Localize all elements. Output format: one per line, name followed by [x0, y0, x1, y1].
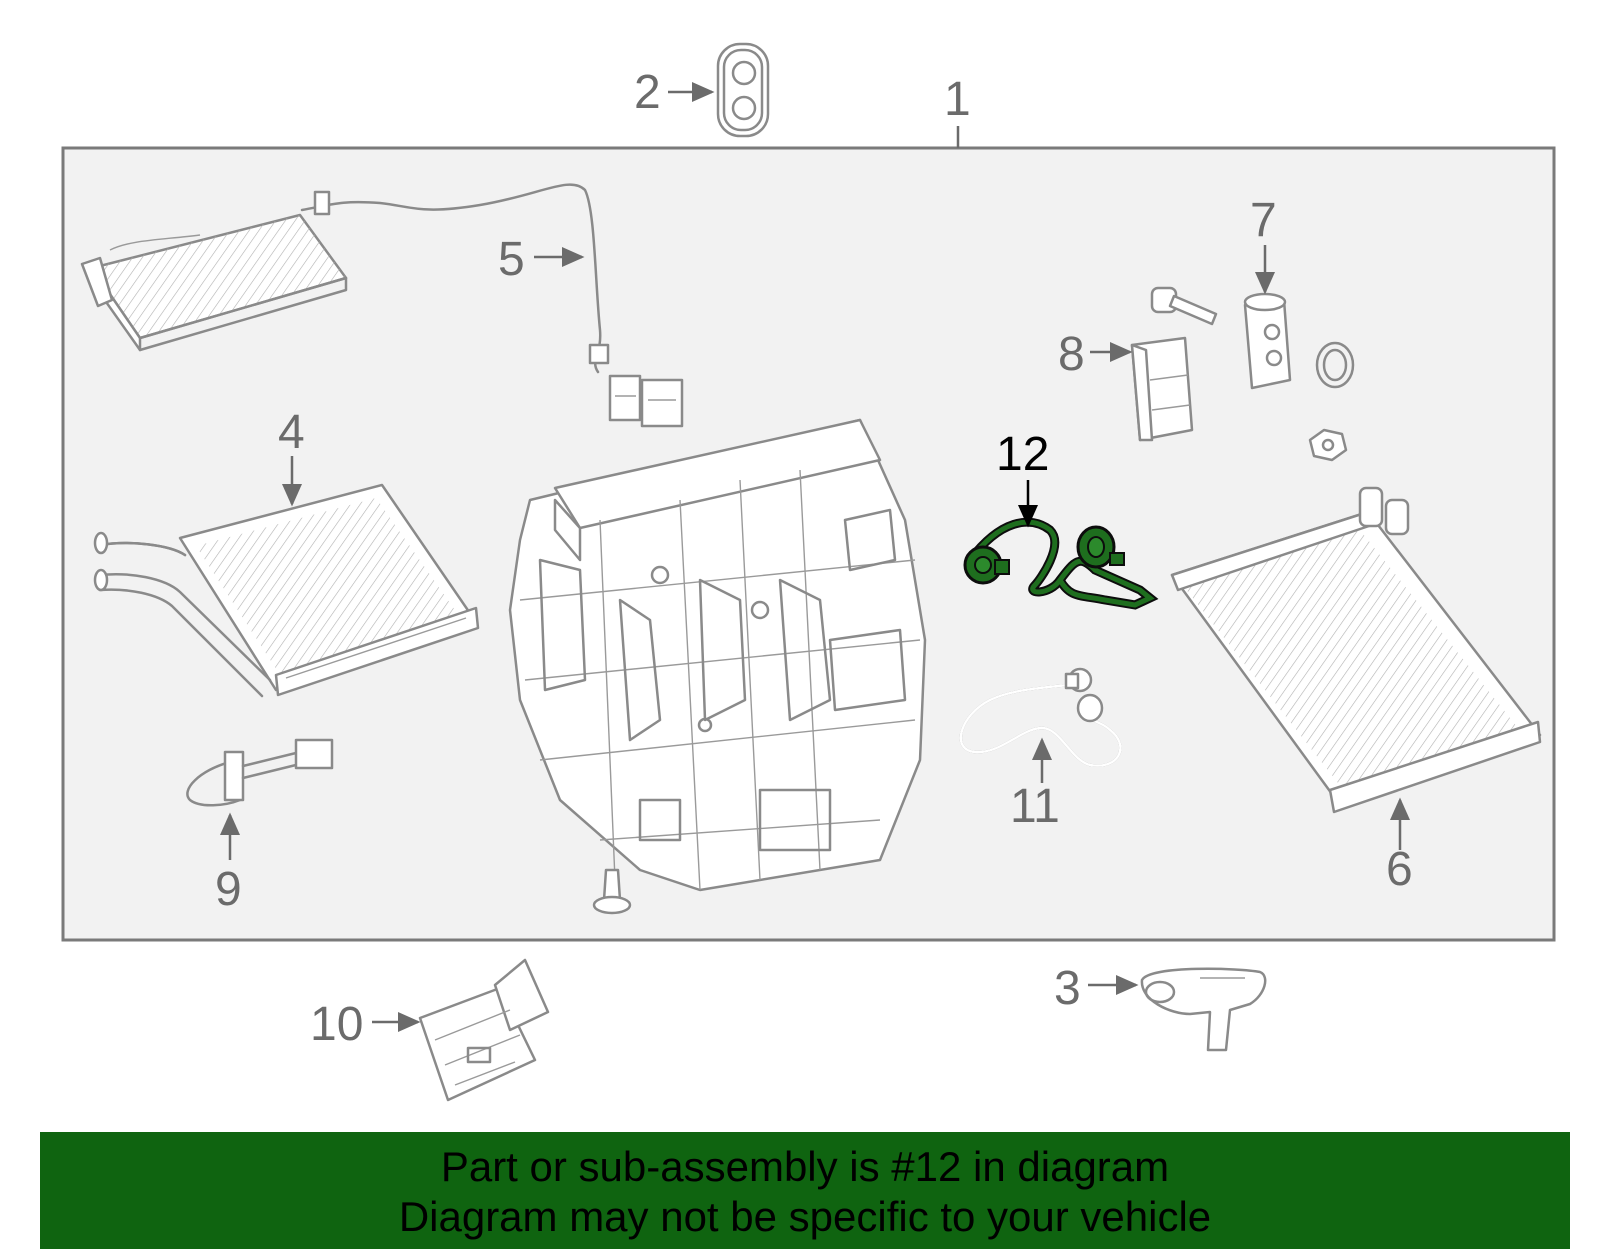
part-2-grommet — [716, 42, 770, 138]
nut — [1308, 428, 1348, 462]
part-8-bracket — [1130, 336, 1194, 442]
callout-9: 9 — [215, 863, 242, 916]
info-banner-bg — [40, 1132, 1570, 1249]
callout-3: 3 — [1054, 962, 1081, 1015]
part-4-heater-core — [93, 483, 480, 698]
part-9-sensor — [186, 738, 334, 807]
callout-7: 7 — [1250, 194, 1277, 247]
callout-6: 6 — [1386, 843, 1413, 896]
info-banner: Part or sub-assembly is #12 in diagram D… — [40, 1132, 1570, 1249]
banner-line-1: Part or sub-assembly is #12 in diagram — [440, 1143, 1170, 1190]
callout-4: 4 — [278, 406, 305, 459]
o-ring — [1315, 341, 1355, 389]
part-6-evaporator — [1170, 486, 1542, 814]
callout-1: 1 — [944, 73, 971, 126]
callout-2: 2 — [634, 66, 661, 119]
callout-10: 10 — [310, 998, 363, 1051]
callout-8: 8 — [1058, 328, 1085, 381]
hvac-housing — [508, 418, 927, 892]
part-7-expansion-valve — [1243, 292, 1292, 390]
part-5-heater-core — [80, 183, 684, 428]
part-10-actuator — [418, 958, 550, 1102]
screw — [592, 868, 632, 915]
callout-5: 5 — [498, 233, 525, 286]
part-3-duct — [1140, 967, 1267, 1052]
callout-11: 11 — [1010, 780, 1060, 833]
part-11-wire-harness — [959, 667, 1122, 767]
callout-12: 12 — [996, 428, 1049, 481]
banner-line-2: Diagram may not be specific to your vehi… — [398, 1193, 1212, 1240]
bolt — [1150, 286, 1218, 326]
